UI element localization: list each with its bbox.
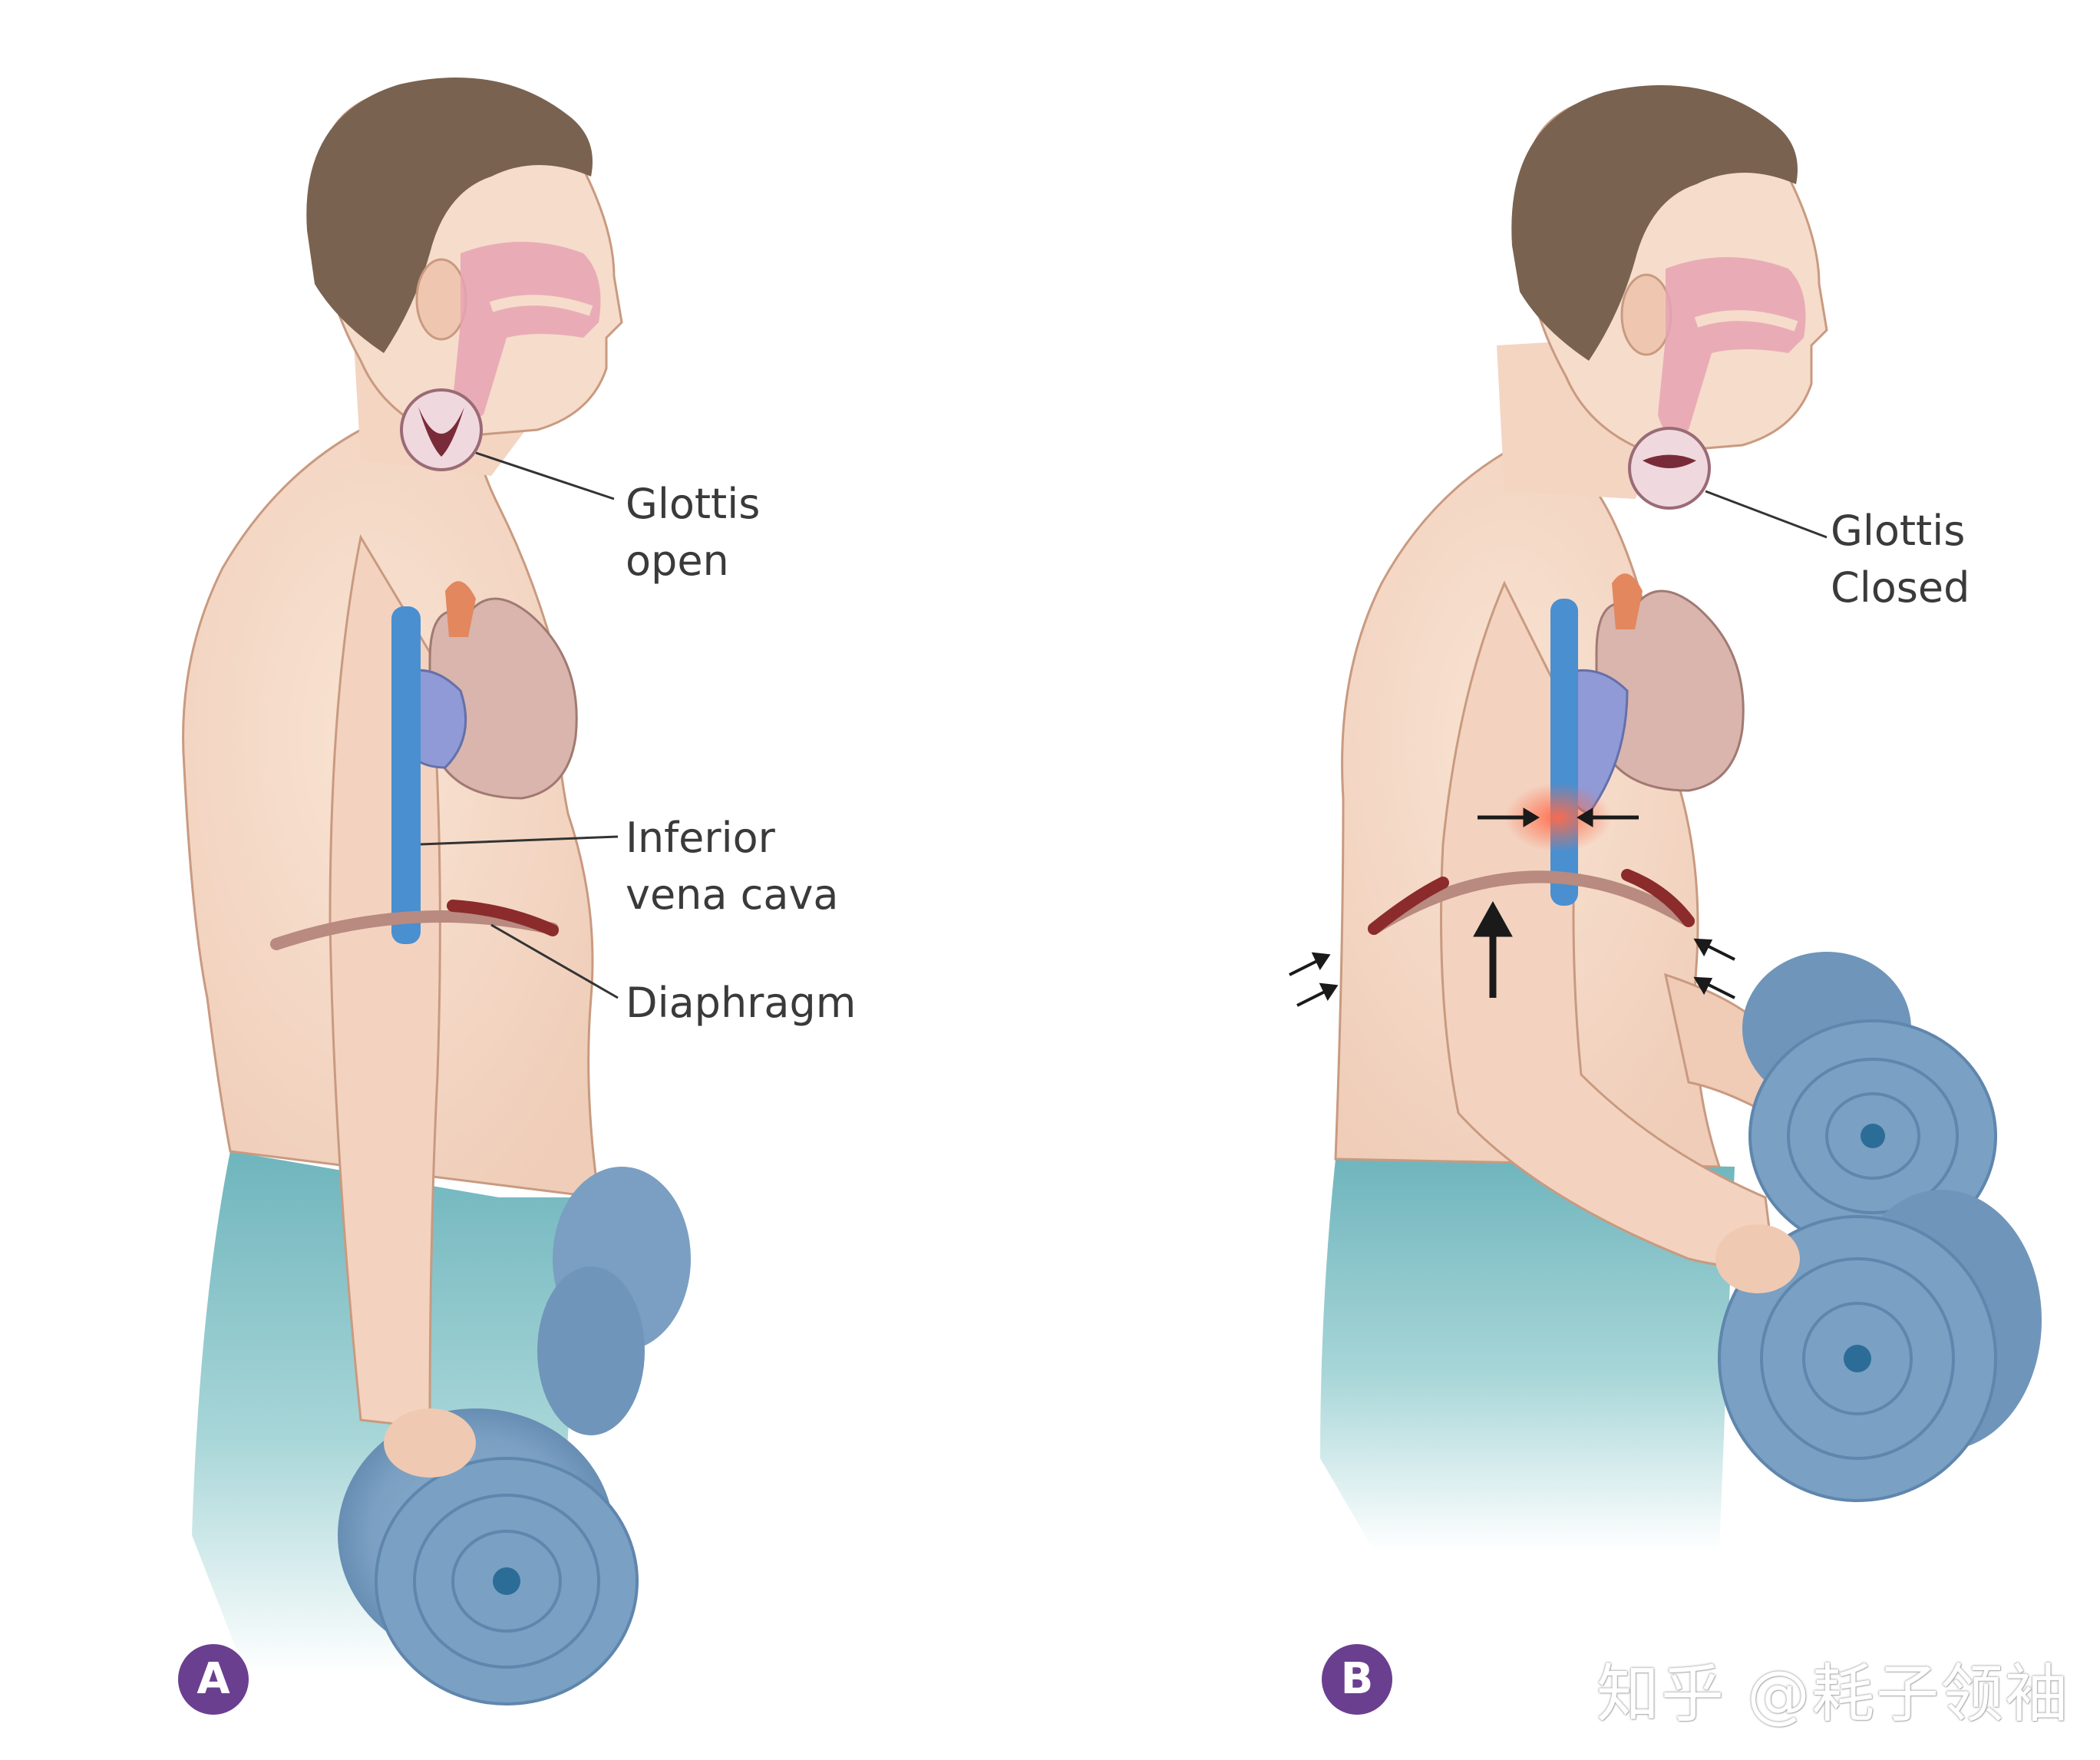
aorta <box>1612 573 1643 629</box>
glottis-closed-label-line2: Closed <box>1831 563 1970 612</box>
panel-a-figure <box>182 78 691 1706</box>
panel-a-leaders <box>420 451 619 999</box>
glottis-open-label-line1: Glottis <box>626 480 761 528</box>
panel-a-badge: A <box>178 1644 249 1715</box>
vena-cava <box>391 606 421 944</box>
panel-b-badge: B <box>1322 1644 1392 1715</box>
vena-cava <box>1550 599 1578 906</box>
diaphragm <box>1368 870 1695 935</box>
diaphragm-dark <box>447 900 559 936</box>
dumbbell-front <box>1718 1190 2042 1502</box>
inferior-vena-cava-label-line2: vena cava <box>626 870 839 919</box>
pressure-burst <box>1504 783 1612 852</box>
airway <box>453 242 601 420</box>
glottis-open-label-line2: open <box>626 537 729 585</box>
hair <box>1511 85 1798 361</box>
ear <box>1620 273 1672 356</box>
hair <box>306 78 593 353</box>
abdominal-press-arrows-right <box>1693 938 1735 999</box>
compression-arrow-left <box>1478 807 1540 827</box>
diaphragm-dark-right <box>1621 869 1695 927</box>
compression-arrow-right <box>1577 807 1639 827</box>
abdominal-press-arrows-left <box>1289 952 1339 1007</box>
aorta <box>445 581 476 637</box>
palate <box>1694 310 1798 332</box>
panel-b-leaders <box>1705 490 1828 539</box>
glottis-closed <box>1643 454 1696 468</box>
diaphragm-label: Diaphragm <box>626 979 857 1027</box>
airway <box>1658 257 1806 435</box>
arm <box>1440 580 1775 1268</box>
panel-b-arrows <box>1289 807 1735 1007</box>
glottis-closed-label-line1: Glottis <box>1831 507 1966 555</box>
glottis-inset <box>400 388 483 471</box>
palate <box>489 295 593 316</box>
ear <box>415 258 467 341</box>
shorts <box>1320 1159 1735 1550</box>
diaphragm-up-arrow <box>1473 900 1513 998</box>
inferior-vena-cava-label-line1: Inferior <box>626 814 775 862</box>
glottis-open-label: Glottis open <box>626 476 760 589</box>
glottis-closed-label: Glottis Closed <box>1831 503 1970 616</box>
hand <box>384 1408 476 1478</box>
watermark: 知乎 @耗子领袖 <box>1596 1658 2070 1731</box>
glottis-opening <box>418 407 464 457</box>
panel-b-figure <box>1320 85 2042 1550</box>
hand <box>1715 1224 1800 1293</box>
inferior-vena-cava-label: Inferior vena cava <box>626 810 839 923</box>
diaphragm-dark <box>1368 877 1449 935</box>
dumbbell-back <box>537 1167 691 1435</box>
